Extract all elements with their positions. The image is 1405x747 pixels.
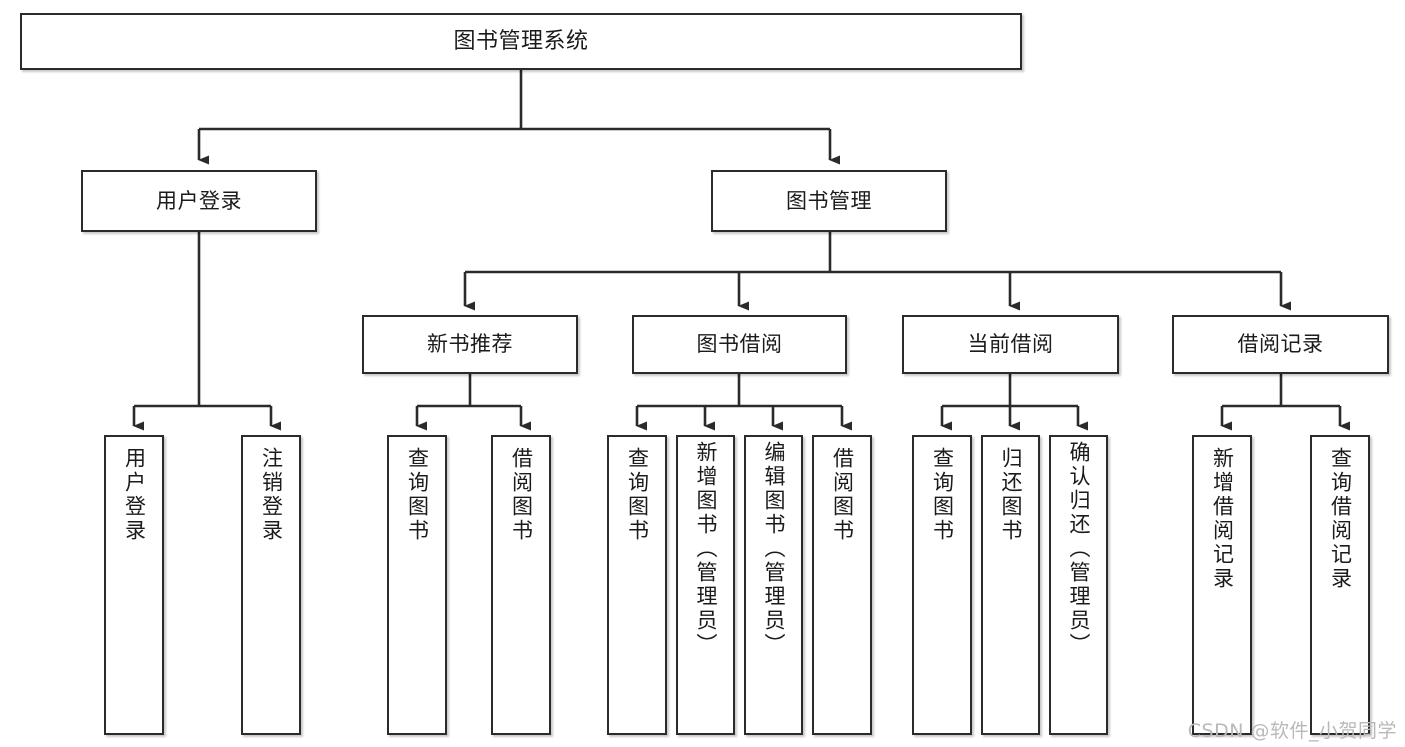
leaf-borrow-edit-book-admin[interactable]: 编辑图书（管理员） — [744, 435, 803, 735]
node-new-book-recommend[interactable]: 新书推荐 — [362, 315, 578, 374]
node-borrow-record[interactable]: 借阅记录 — [1172, 315, 1389, 374]
node-label: 新增图书（管理员） — [694, 441, 718, 657]
leaf-record-query-record[interactable]: 查询借阅记录 — [1310, 435, 1370, 735]
leaf-recommend-borrow-book[interactable]: 借阅图书 — [491, 435, 551, 735]
node-label: 借阅记录 — [1237, 332, 1324, 357]
leaf-borrow-add-book-admin[interactable]: 新增图书（管理员） — [676, 435, 735, 735]
node-label: 新增借阅记录 — [1210, 447, 1235, 591]
node-user-login[interactable]: 用户登录 — [81, 170, 317, 232]
leaf-recommend-query-book[interactable]: 查询图书 — [387, 435, 447, 735]
leaf-user-login-logout[interactable]: 注销登录 — [241, 435, 301, 735]
node-label: 借阅图书 — [509, 447, 534, 543]
node-root-system[interactable]: 图书管理系统 — [20, 13, 1022, 70]
node-label: 用户登录 — [122, 447, 147, 543]
node-label: 用户登录 — [156, 188, 242, 213]
node-label: 查询借阅记录 — [1328, 447, 1353, 591]
leaf-current-query-book[interactable]: 查询图书 — [912, 435, 972, 735]
node-label: 新书推荐 — [427, 332, 513, 357]
leaf-record-add-record[interactable]: 新增借阅记录 — [1192, 435, 1252, 735]
node-book-borrow[interactable]: 图书借阅 — [632, 315, 847, 374]
leaf-current-return-book[interactable]: 归还图书 — [981, 435, 1040, 735]
node-label: 当前借阅 — [967, 332, 1054, 357]
node-label: 查询图书 — [930, 447, 955, 543]
node-label: 确认归还（管理员） — [1067, 441, 1091, 657]
leaf-current-confirm-return-admin[interactable]: 确认归还（管理员） — [1049, 435, 1108, 735]
node-label: 注销登录 — [259, 447, 284, 543]
node-label: 借阅图书 — [830, 447, 855, 543]
node-label: 查询图书 — [405, 447, 430, 543]
csdn-watermark: CSDN @软件_小贺同学 — [1187, 720, 1397, 742]
node-book-management[interactable]: 图书管理 — [711, 170, 947, 232]
node-label: 图书借阅 — [696, 332, 783, 357]
node-label: 查询图书 — [625, 447, 650, 543]
node-current-borrow[interactable]: 当前借阅 — [902, 315, 1119, 374]
node-label: 编辑图书（管理员） — [762, 441, 786, 657]
leaf-borrow-query-book[interactable]: 查询图书 — [607, 435, 667, 735]
node-label: 图书管理 — [786, 188, 872, 213]
node-label: 归还图书 — [999, 447, 1023, 543]
leaf-user-login-login[interactable]: 用户登录 — [104, 435, 164, 735]
node-label: 图书管理系统 — [453, 28, 589, 54]
leaf-borrow-borrow-book[interactable]: 借阅图书 — [812, 435, 872, 735]
